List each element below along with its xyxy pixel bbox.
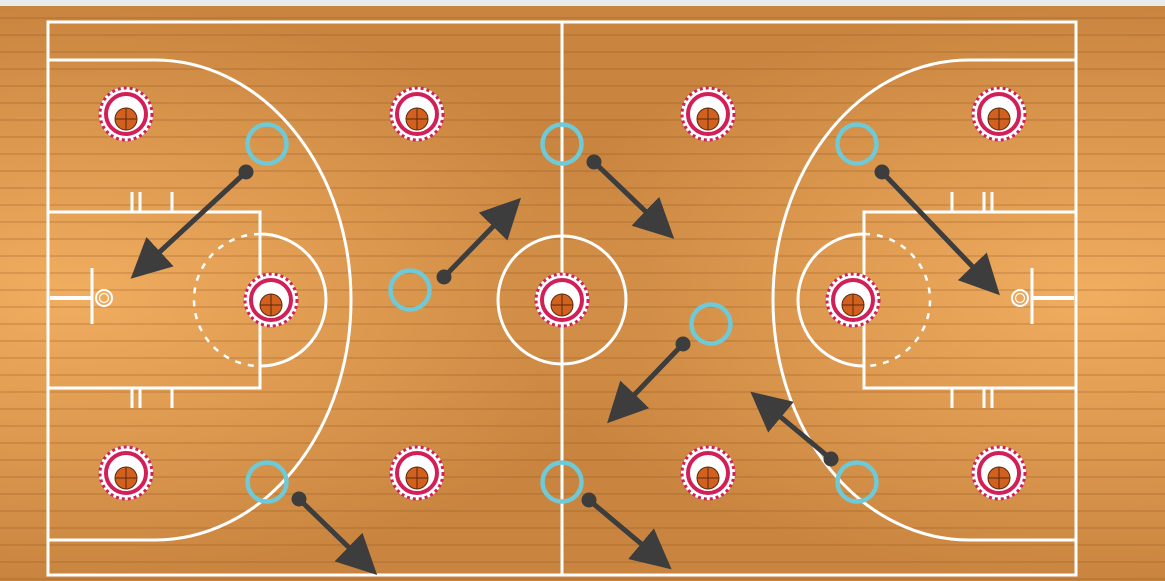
basketball-in-candy-ring-icon xyxy=(244,273,298,327)
basketball-in-candy-ring-icon xyxy=(972,87,1026,141)
basketball-in-candy-ring-icon xyxy=(99,87,153,141)
basketball-in-candy-ring-icon xyxy=(826,273,880,327)
basketball-in-candy-ring-icon xyxy=(681,446,735,500)
basketball-in-candy-ring-icon xyxy=(390,87,444,141)
basketball-court xyxy=(0,6,1165,581)
basketball-in-candy-ring-icon xyxy=(535,273,589,327)
basketball-in-candy-ring-icon xyxy=(390,446,444,500)
basketball-in-candy-ring-icon xyxy=(681,87,735,141)
basketball-in-candy-ring-icon xyxy=(99,446,153,500)
basketball-in-candy-ring-icon xyxy=(972,446,1026,500)
